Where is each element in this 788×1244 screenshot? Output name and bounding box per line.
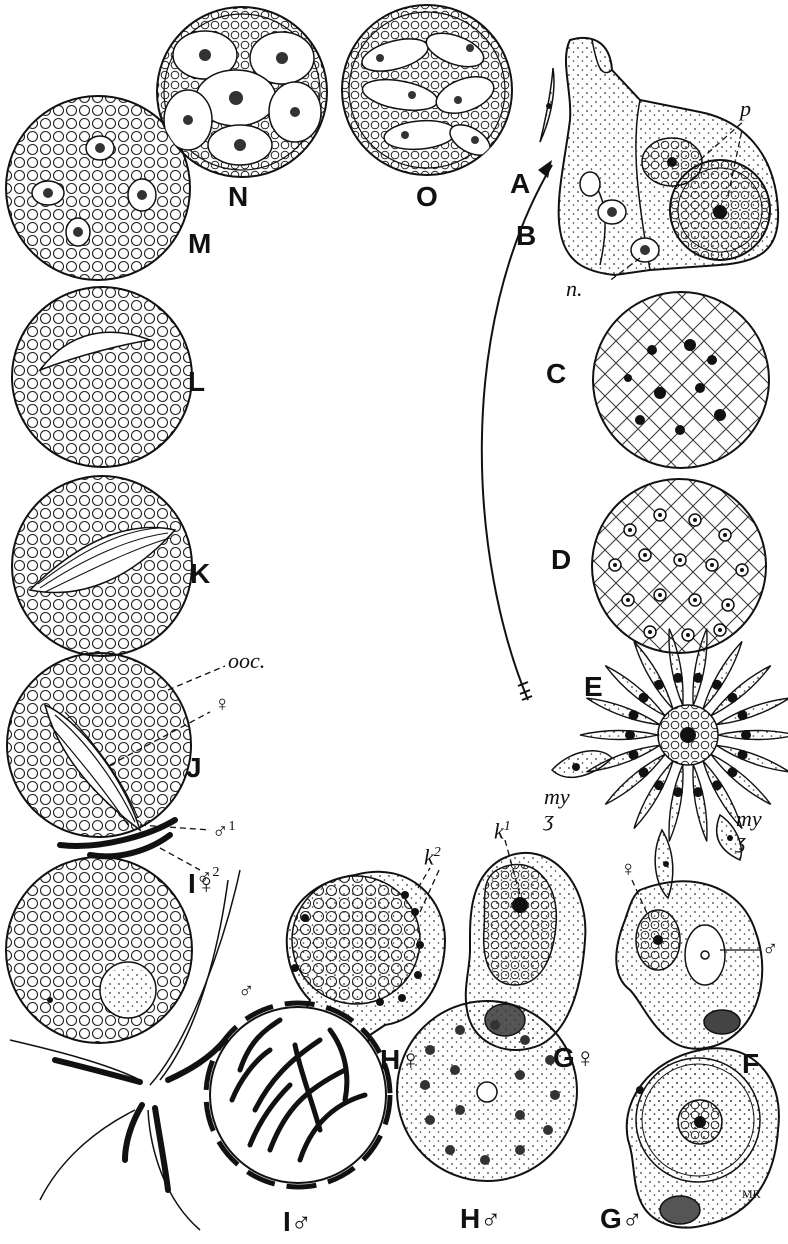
zygote-k	[12, 476, 192, 656]
label-n: N	[228, 183, 248, 211]
label-b: B	[516, 222, 536, 250]
merozoite-nucleus	[727, 693, 737, 703]
label-m: M	[188, 230, 211, 258]
rosette-core	[680, 727, 696, 743]
label-l: L	[188, 368, 205, 396]
annotation-ooc: ooc.	[228, 650, 265, 672]
signature-mr: MR	[742, 1188, 761, 1200]
zygote-l	[12, 287, 192, 467]
gametocytes-f	[616, 880, 762, 1049]
microgametes-i-male	[206, 1003, 390, 1187]
label-g-male: G♂	[600, 1205, 643, 1233]
schizont-d	[592, 479, 766, 653]
merozoite-nucleus	[712, 680, 722, 690]
label-f: F	[742, 1050, 759, 1078]
merozoite-nucleus	[738, 750, 748, 760]
merozoite-nucleus	[693, 673, 703, 683]
label-k: K	[190, 560, 210, 588]
merozoite-nucleus	[639, 693, 649, 703]
label-h-male: H♂	[460, 1205, 501, 1233]
annotation-female-f: ♀	[620, 858, 637, 880]
label-j: J	[186, 754, 202, 782]
merozoite-nucleus	[628, 710, 638, 720]
merozoite-nucleus	[673, 673, 683, 683]
merozoite-nucleus	[654, 780, 664, 790]
merozoite	[693, 765, 707, 842]
annotation-p: p	[740, 98, 751, 120]
merozoite	[669, 765, 683, 842]
fertilization-i-female	[6, 857, 240, 1230]
merozoite-nucleus	[625, 730, 635, 740]
epithelium-b	[559, 38, 778, 282]
merozoite-my-left	[552, 751, 612, 778]
label-g-female: G♀	[553, 1044, 596, 1072]
annotation-male-f: ♂	[762, 938, 779, 960]
label-e: E	[584, 673, 603, 701]
label-h-female: H♀	[380, 1046, 421, 1074]
annotation-male-i: ♂	[238, 980, 255, 1002]
merozoite-nucleus	[712, 780, 722, 790]
merozoite-nucleus	[639, 767, 649, 777]
merozoite-nucleus	[654, 680, 664, 690]
annotation-male1: ♂1	[212, 820, 236, 842]
oocyst-n	[157, 7, 327, 177]
label-d: D	[551, 546, 571, 574]
merozoite-nucleus	[693, 787, 703, 797]
merozoite-nucleus	[741, 730, 751, 740]
annotation-k2: k2	[424, 846, 441, 868]
merozoite-nucleus	[673, 787, 683, 797]
schizont-c	[593, 292, 769, 468]
merozoite-nucleus	[738, 710, 748, 720]
annotation-female-j: ♀	[214, 693, 231, 715]
merozoite-nucleus	[628, 750, 638, 760]
sporozoite-a	[540, 68, 554, 142]
annotation-n: n.	[566, 278, 583, 300]
label-a: A	[510, 170, 530, 198]
oocyst-o	[342, 5, 512, 175]
merozoite	[580, 731, 658, 740]
annotation-k1: k1	[494, 820, 511, 842]
merozoite-nucleus	[727, 767, 737, 777]
label-c: C	[546, 360, 566, 388]
microgametocyte-h-male	[397, 1001, 577, 1181]
label-i-male: I♂	[283, 1208, 312, 1236]
merozoite	[718, 731, 788, 740]
label-o: O	[416, 183, 438, 211]
annotation-male2: ♂2	[196, 866, 220, 888]
